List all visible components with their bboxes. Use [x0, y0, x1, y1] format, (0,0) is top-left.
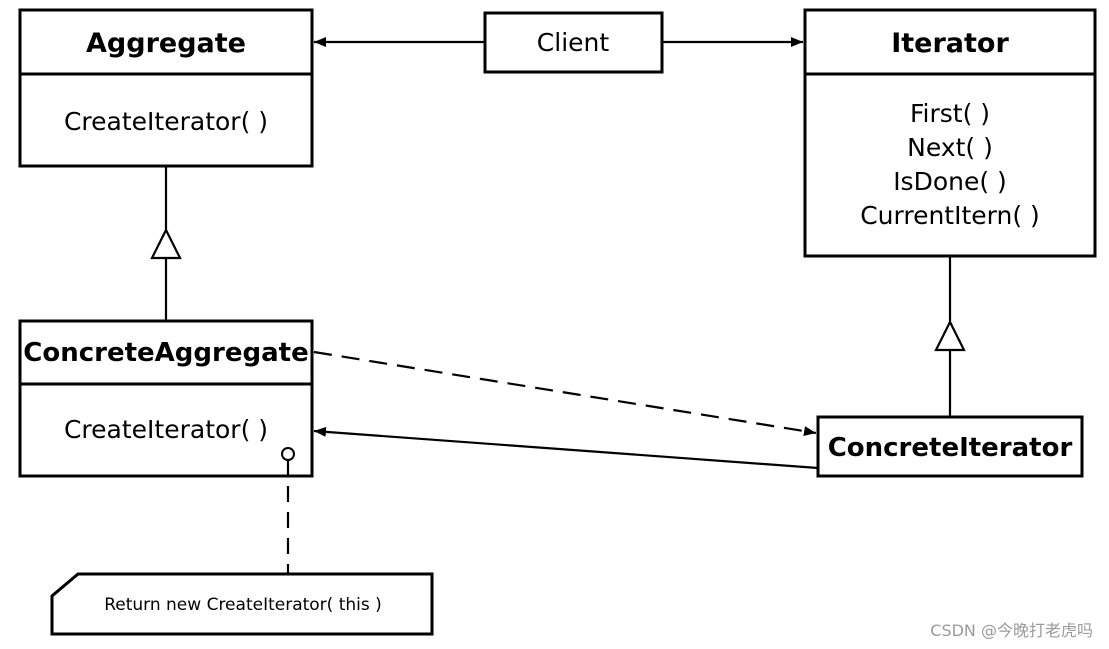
aggregate-title: Aggregate: [86, 28, 246, 59]
concrete-iterator-class: ConcreteIterator: [816, 415, 1084, 478]
concrete-iterator-association: [313, 426, 819, 470]
note-connector: [281, 447, 295, 574]
concrete-aggregate-class: ConcreteAggregate CreateIterator( ): [18, 319, 314, 478]
iterator-operation: IsDone( ): [893, 167, 1007, 196]
note-text: Return new CreateIterator( this ): [104, 595, 382, 615]
iterator-title: Iterator: [891, 28, 1009, 59]
concrete-aggregate-operation: CreateIterator( ): [64, 415, 268, 444]
iterator-operation: Next( ): [907, 133, 993, 162]
client-title: Client: [537, 28, 610, 57]
concrete-iterator-title: ConcreteIterator: [828, 433, 1073, 463]
aggregate-generalization: [150, 166, 182, 321]
aggregate-class: Aggregate CreateIterator( ): [18, 8, 314, 168]
aggregate-operation: CreateIterator( ): [64, 107, 268, 136]
client-class: Client: [483, 11, 664, 74]
iterator-generalization: [934, 256, 966, 417]
iterator-operation: CurrentItern( ): [860, 201, 1040, 230]
watermark: CSDN @今晚打老虎吗: [930, 621, 1093, 640]
iterator-operation: First( ): [910, 99, 990, 128]
implementation-note: Return new CreateIterator( this ): [50, 572, 434, 636]
iterator-class: Iterator First( ) Next( ) IsDone( ) Curr…: [803, 8, 1097, 258]
concrete-aggregate-title: ConcreteAggregate: [23, 338, 308, 368]
create-dependency: [313, 350, 817, 437]
